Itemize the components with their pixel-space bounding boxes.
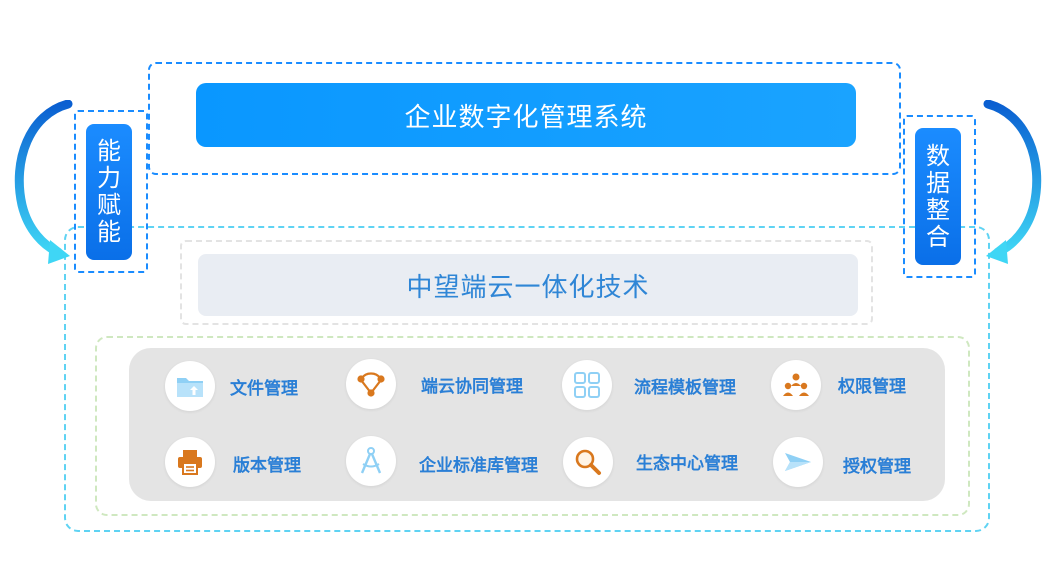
top-system-label: 企业数字化管理系统 (404, 102, 648, 133)
magnifier-icon (563, 437, 613, 487)
left-side-label: 能 力 赋 能 (86, 124, 132, 260)
module-label: 端云协同管理 (421, 377, 523, 397)
people-group-icon (771, 360, 821, 410)
left-label-char: 力 (97, 164, 121, 192)
modules-panel (129, 348, 945, 501)
right-label-char: 整 (926, 195, 950, 224)
modules-frame (95, 336, 970, 516)
module-label: 企业标准库管理 (419, 456, 538, 476)
paper-plane-icon (773, 437, 823, 487)
middle-tech-bar: 中望端云一体化技术 (198, 254, 858, 316)
right-side-label: 数 据 整 合 (915, 128, 961, 265)
module-label: 版本管理 (233, 456, 301, 476)
top-system-bar: 企业数字化管理系统 (196, 83, 856, 147)
right-label-char: 合 (926, 222, 950, 251)
right-label-frame (903, 115, 976, 278)
left-label-char: 能 (97, 218, 121, 246)
module-label: 文件管理 (230, 379, 298, 399)
share-nodes-icon (346, 359, 396, 409)
right-label-char: 数 (926, 141, 950, 170)
module-label: 生态中心管理 (636, 454, 738, 474)
module-label: 授权管理 (843, 457, 911, 477)
left-label-char: 能 (97, 137, 121, 165)
left-label-char: 赋 (97, 191, 121, 219)
right-label-char: 据 (926, 168, 950, 197)
folder-icon (165, 361, 215, 411)
right-curved-arrow-icon (983, 100, 1042, 264)
top-system-frame (148, 62, 901, 175)
platform-frame (64, 226, 990, 532)
middle-tech-label: 中望端云一体化技术 (406, 272, 650, 303)
left-curved-arrow-icon (14, 100, 73, 264)
module-label: 权限管理 (838, 377, 906, 397)
compass-icon (346, 436, 396, 486)
grid-template-icon (562, 360, 612, 410)
printer-icon (165, 437, 215, 487)
module-label: 流程模板管理 (634, 378, 736, 398)
tech-frame (180, 240, 873, 325)
left-label-frame (74, 110, 148, 273)
